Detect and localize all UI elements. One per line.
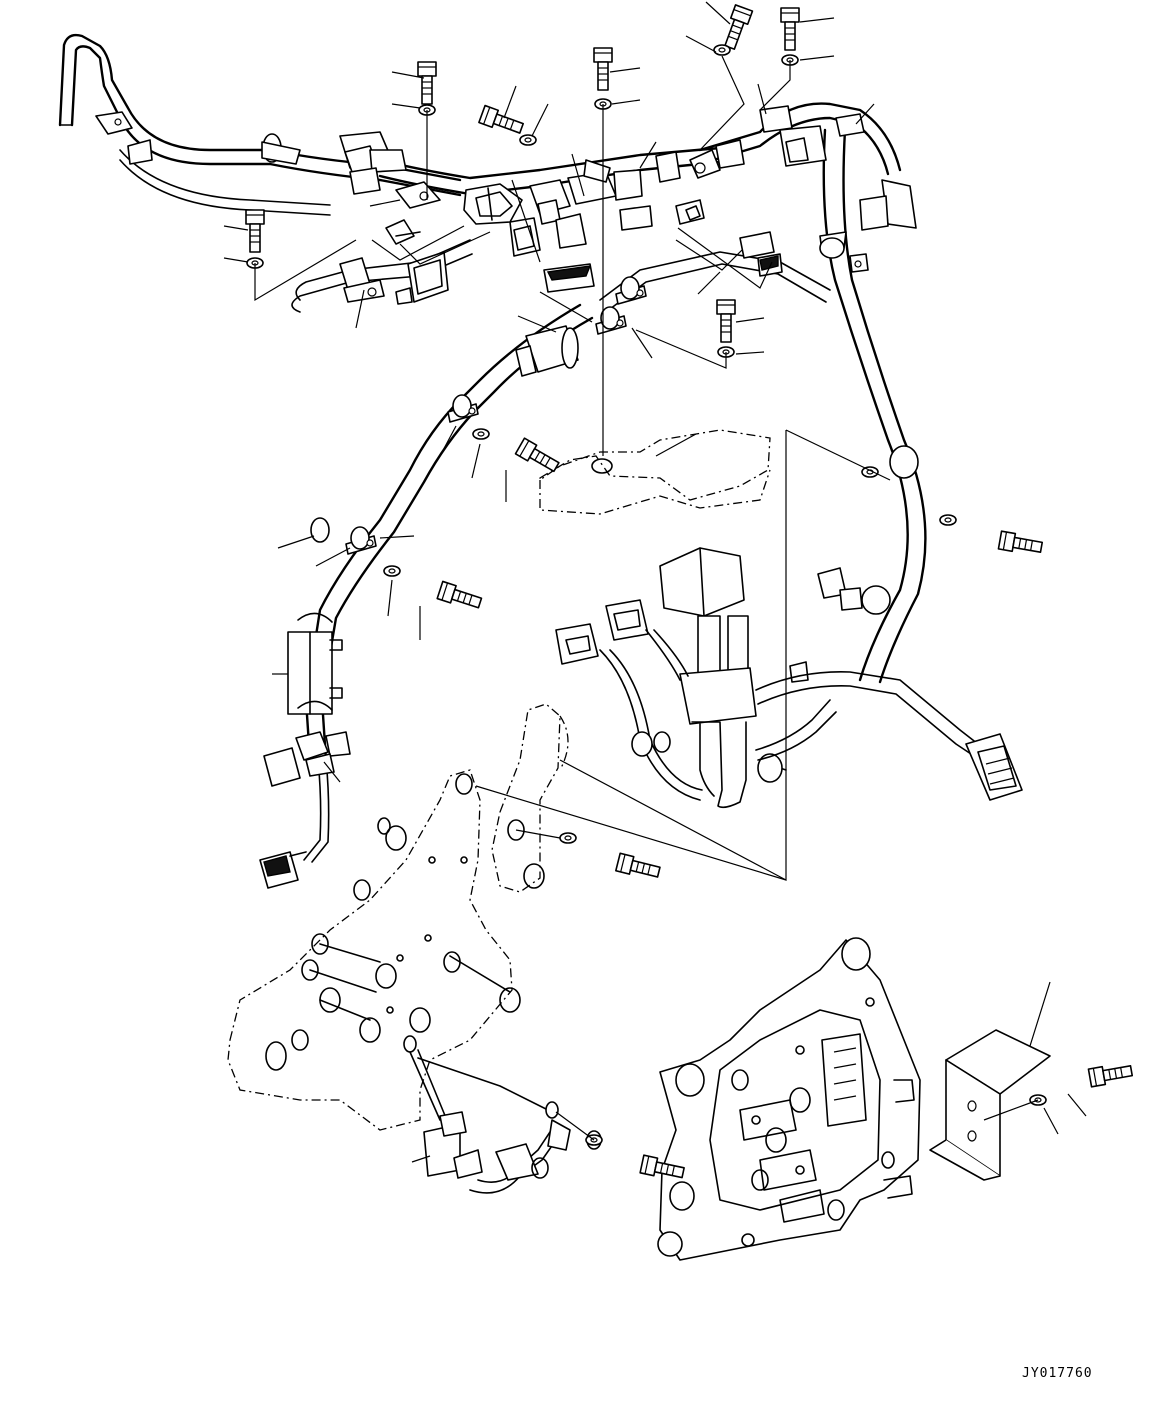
callout-leaders	[223, 1, 1087, 1163]
lower-sensor-harness	[403, 1035, 602, 1194]
left-branch-harness	[259, 612, 351, 889]
frame-brackets-dashed	[227, 429, 771, 1131]
drawing-code-label: JY017760	[1022, 1366, 1093, 1381]
right-connectors-assembly	[555, 547, 1023, 809]
transmission-valve-body	[657, 937, 921, 1261]
harness-clamps	[310, 237, 919, 615]
upper-left-harness-parts	[95, 111, 449, 305]
protective-bracket	[929, 1029, 1051, 1181]
assembly-lines	[254, 55, 1039, 1141]
